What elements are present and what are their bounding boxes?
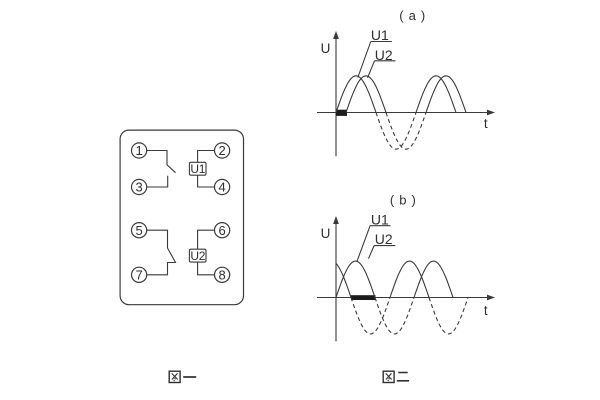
- svg-text:( a ): ( a ): [399, 8, 426, 23]
- svg-text:5: 5: [135, 223, 142, 238]
- svg-text:7: 7: [135, 268, 142, 283]
- svg-text:4: 4: [218, 180, 225, 195]
- svg-text:U1: U1: [371, 27, 389, 43]
- svg-text:U: U: [321, 226, 331, 241]
- svg-text:6: 6: [218, 223, 225, 238]
- svg-text:t: t: [484, 116, 488, 131]
- svg-text:U2: U2: [375, 47, 393, 63]
- svg-text:( b ): ( b ): [390, 193, 417, 208]
- svg-text:U2: U2: [190, 249, 205, 263]
- svg-text:2: 2: [218, 143, 225, 158]
- svg-text:U1: U1: [190, 162, 205, 176]
- svg-text:8: 8: [218, 268, 225, 283]
- svg-text:3: 3: [135, 180, 142, 195]
- svg-text:U2: U2: [375, 231, 393, 247]
- svg-text:U: U: [321, 41, 331, 56]
- svg-text:t: t: [484, 303, 488, 318]
- svg-text:1: 1: [135, 143, 142, 158]
- svg-text:U1: U1: [371, 212, 389, 228]
